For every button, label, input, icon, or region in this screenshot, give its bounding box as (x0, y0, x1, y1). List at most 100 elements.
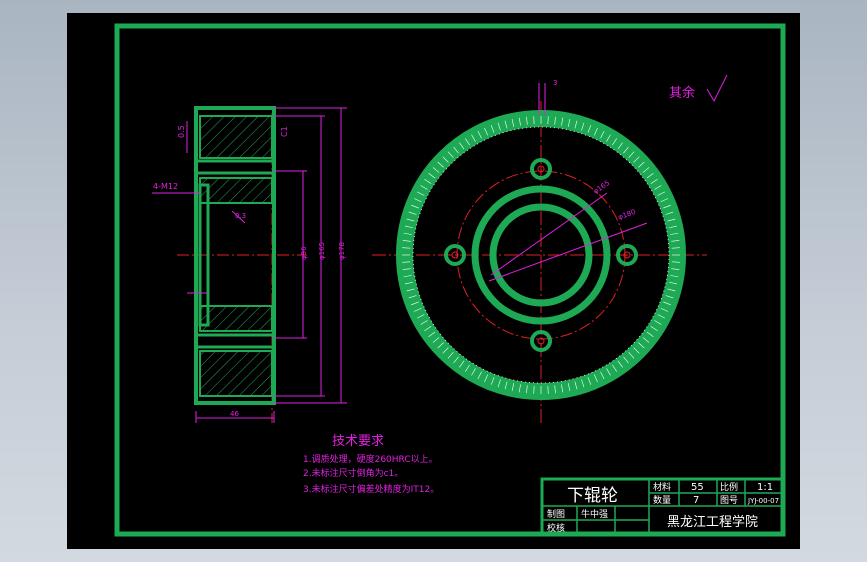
gear-tooth (628, 352, 635, 359)
drawing-sheet: 0.5 C1 4-M12 0.3 φ96 φ165 φ178 46 (67, 13, 800, 549)
school-name: 黑龙江工程学院 (667, 514, 758, 530)
gear-tooth (612, 364, 617, 372)
gear-tooth (404, 281, 413, 285)
gear-tooth (484, 127, 488, 136)
gear-tooth (663, 301, 671, 306)
gear-tooth (437, 342, 444, 349)
gear-tooth (554, 385, 556, 394)
gear-tooth (574, 381, 578, 390)
gear-tooth (657, 191, 665, 196)
gear-tooth (413, 198, 422, 202)
hatched-upper-rim (199, 115, 273, 159)
gear-tooth (642, 337, 650, 343)
tech-item-2: 2.未标注尺寸倒角为c1。 (303, 467, 403, 479)
gear-tooth (504, 120, 508, 129)
gear-tooth (406, 218, 415, 222)
gear-tooth (665, 295, 674, 299)
gear-tooth (490, 125, 495, 133)
gear-tooth (459, 142, 465, 150)
hub-outer-ring (471, 185, 611, 325)
gear-tooth (600, 371, 605, 379)
gear-tooth (465, 138, 470, 146)
drawn-label: 制图 (547, 508, 565, 520)
gear-tooth (574, 120, 578, 129)
bolt-holes (444, 158, 638, 352)
gear-tooth (404, 225, 413, 229)
gear-tooth (442, 156, 449, 163)
gear-tooth (612, 138, 617, 146)
gear-tooth (413, 308, 422, 312)
gear-tooth (411, 204, 419, 209)
drawing-no-label: 图号 (720, 495, 738, 506)
gear-tooth (561, 117, 564, 126)
check-label: 校核 (547, 522, 565, 534)
gear-tooth (526, 116, 528, 125)
gear-tooth (642, 167, 650, 173)
gear-tooth (646, 173, 654, 179)
front-view: φ165 φ180 3 (372, 79, 707, 423)
gear-tooth (417, 314, 425, 319)
gear-tooth (617, 360, 623, 368)
drawing-no-value: JYJ-00-07 (747, 497, 779, 505)
gear-tooth (623, 356, 629, 364)
gear-tooth (411, 301, 419, 306)
gear-tooth (581, 122, 585, 131)
gear-tooth (477, 371, 482, 379)
hub-inner-ring (489, 203, 593, 307)
gear-tooth (406, 288, 415, 292)
drawn-by: 牛中强 (581, 508, 608, 520)
section-view: 0.5 C1 4-M12 0.3 φ96 φ165 φ178 46 (152, 106, 347, 423)
gear-tooth (628, 151, 635, 158)
gear-tooth (459, 360, 465, 368)
gear-tooth (465, 364, 470, 372)
gear-tooth (402, 268, 411, 270)
gear-tooth (567, 118, 571, 127)
gear-teeth (402, 116, 680, 394)
gear-tooth (403, 275, 412, 278)
gear-tooth (667, 218, 676, 222)
gear-tooth (567, 383, 571, 392)
gear-tooth (667, 288, 676, 292)
gear-tooth (633, 156, 640, 163)
material-value: 55 (691, 482, 704, 493)
cad-drawing: 0.5 C1 4-M12 0.3 φ96 φ165 φ178 46 (114, 23, 786, 537)
gear-tooth (424, 179, 432, 184)
gear-tooth (442, 347, 449, 354)
gear-tooth (587, 377, 592, 385)
gear-tooth (594, 127, 598, 136)
gear-tooth (453, 146, 459, 154)
gear-tooth (497, 379, 501, 388)
dim-key: 3 (553, 79, 557, 87)
gear-tooth (665, 211, 674, 215)
gear-tooth (638, 161, 645, 168)
hatched-lower-rim (199, 350, 273, 397)
bore-slot (198, 183, 210, 327)
gear-tooth (594, 374, 598, 383)
gear-tooth (408, 295, 417, 299)
dim-width: 46 (230, 410, 239, 418)
gear-tooth (669, 281, 678, 285)
gear-tooth (657, 314, 665, 319)
dim-ring-d1: φ165 (592, 179, 611, 196)
technical-requirements: 技术要求 1.调质处理，硬度260HRC以上。 2.未标注尺寸倒角为c1。 3.… (303, 434, 439, 495)
gear-tooth (671, 240, 680, 242)
gear-tooth (432, 167, 440, 173)
gear-tooth (654, 185, 662, 190)
gear-tooth (554, 116, 556, 125)
gear-tooth (471, 134, 476, 142)
gear-tooth (403, 232, 412, 235)
gear-tooth (671, 268, 680, 270)
roughness-text: 其余 (669, 85, 695, 101)
gear-tooth (447, 352, 454, 359)
gear-tooth (663, 204, 671, 209)
tech-title: 技术要求 (332, 434, 384, 449)
gear-tooth (477, 131, 482, 139)
tech-item-1: 1.调质处理，硬度260HRC以上。 (303, 453, 438, 465)
gear-tooth (600, 131, 605, 139)
gear-tooth (490, 377, 495, 385)
dim-chamfer: C1 (280, 126, 289, 137)
dim-groove-chamfer: 0.3 (235, 212, 246, 220)
qty-value: 7 (693, 495, 699, 506)
gear-tooth (606, 134, 611, 142)
gear-tooth (526, 385, 528, 394)
